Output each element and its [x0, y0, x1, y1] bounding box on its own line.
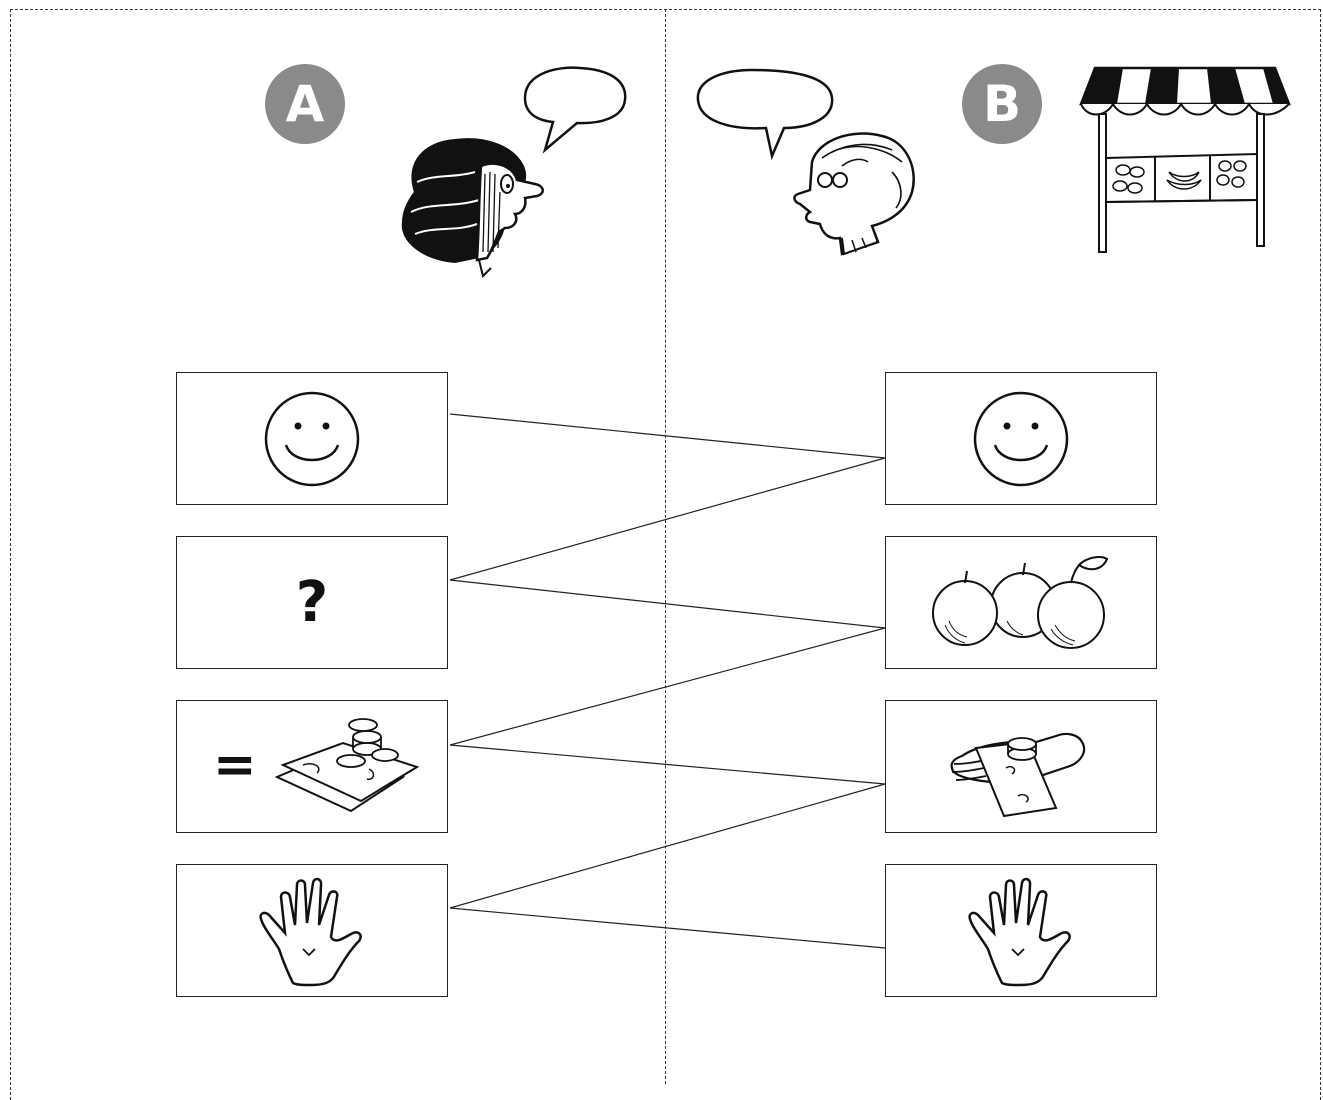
connection-line-4: [449, 627, 886, 746]
apples-icon: [932, 555, 1109, 649]
card-a-3: =: [176, 700, 448, 833]
card-a-4: [176, 864, 448, 997]
connection-line-7: [449, 907, 886, 949]
smiley-face-icon: [973, 391, 1069, 486]
speaker-b-badge: B: [962, 64, 1042, 144]
man-speaking-icon: [696, 68, 915, 256]
hand-giving-money-icon: [950, 732, 1086, 817]
card-b-3: [885, 700, 1157, 833]
question-mark-icon: ?: [295, 570, 329, 635]
card-a-2: ?: [176, 536, 448, 669]
speaker-a-badge: A: [265, 64, 345, 144]
open-hand-icon: [968, 877, 1071, 986]
connection-line-2: [449, 457, 886, 581]
connection-line-3: [449, 579, 886, 629]
open-hand-icon: [259, 877, 362, 986]
center-divider: [665, 9, 666, 1084]
money-cash-icon: [274, 718, 420, 813]
smiley-face-icon: [264, 391, 360, 486]
woman-speaking-icon: [401, 66, 627, 278]
card-b-2: [885, 536, 1157, 669]
connection-line-5: [449, 744, 886, 785]
card-b-4: [885, 864, 1157, 997]
market-stall-icon: [1079, 66, 1291, 253]
card-a-1: [176, 372, 448, 505]
connection-line-1: [449, 413, 886, 459]
card-b-1: [885, 372, 1157, 505]
connection-line-6: [449, 783, 886, 909]
equals-sign: =: [213, 735, 257, 795]
